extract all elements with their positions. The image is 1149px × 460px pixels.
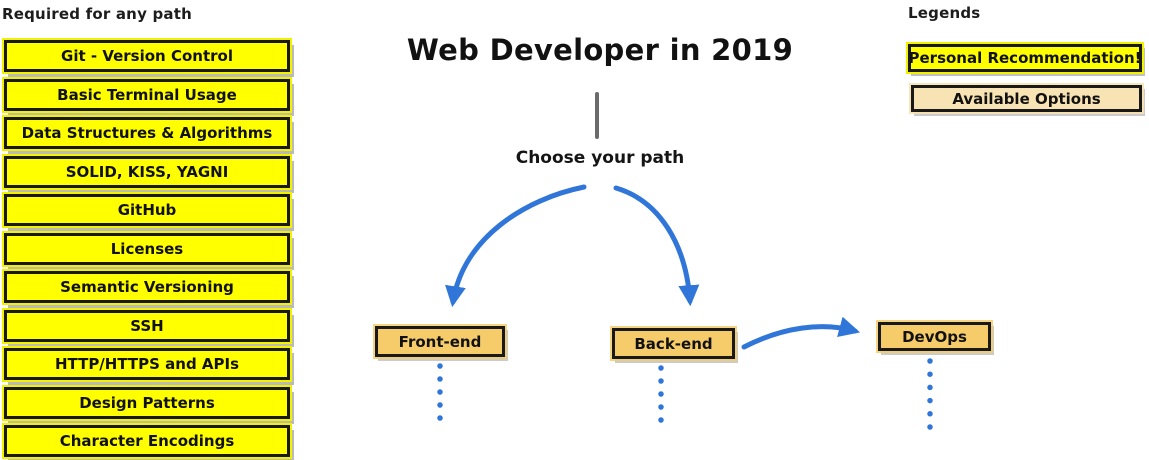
legend-available-options: Available Options (911, 85, 1142, 112)
required-node-solid[interactable]: SOLID, KISS, YAGNI (4, 155, 290, 188)
arrow-choose-to-backend (613, 185, 700, 307)
arrow-backend-to-devops (741, 316, 861, 350)
page-title: Web Developer in 2019 (406, 33, 794, 67)
required-node-licenses[interactable]: Licenses (4, 232, 290, 265)
required-node-encodings[interactable]: Character Encodings (4, 425, 290, 457)
path-node-backend[interactable]: Back-end (612, 328, 735, 359)
required-section-title: Required for any path (2, 5, 192, 23)
title-stem-line (595, 92, 599, 139)
required-node-http[interactable]: HTTP/HTTPS and APIs (4, 348, 290, 380)
required-list: Git - Version Control Basic Terminal Usa… (4, 40, 290, 458)
required-node-dsa[interactable]: Data Structures & Algorithms (4, 117, 290, 149)
required-node-patterns[interactable]: Design Patterns (4, 386, 290, 419)
legend-personal-recommendation: Personal Recommendation! (908, 44, 1142, 72)
path-node-devops[interactable]: DevOps (878, 322, 991, 351)
required-node-ssh[interactable]: SSH (4, 309, 290, 342)
choose-your-path-label: Choose your path (515, 148, 685, 168)
required-node-terminal[interactable]: Basic Terminal Usage (4, 78, 290, 111)
required-node-git[interactable]: Git - Version Control (4, 40, 290, 72)
legend-title: Legends (908, 4, 981, 22)
required-node-semver[interactable]: Semantic Versioning (4, 271, 290, 303)
required-node-github[interactable]: GitHub (4, 194, 290, 226)
path-node-frontend[interactable]: Front-end (375, 326, 505, 357)
arrow-choose-to-frontend (445, 184, 587, 308)
